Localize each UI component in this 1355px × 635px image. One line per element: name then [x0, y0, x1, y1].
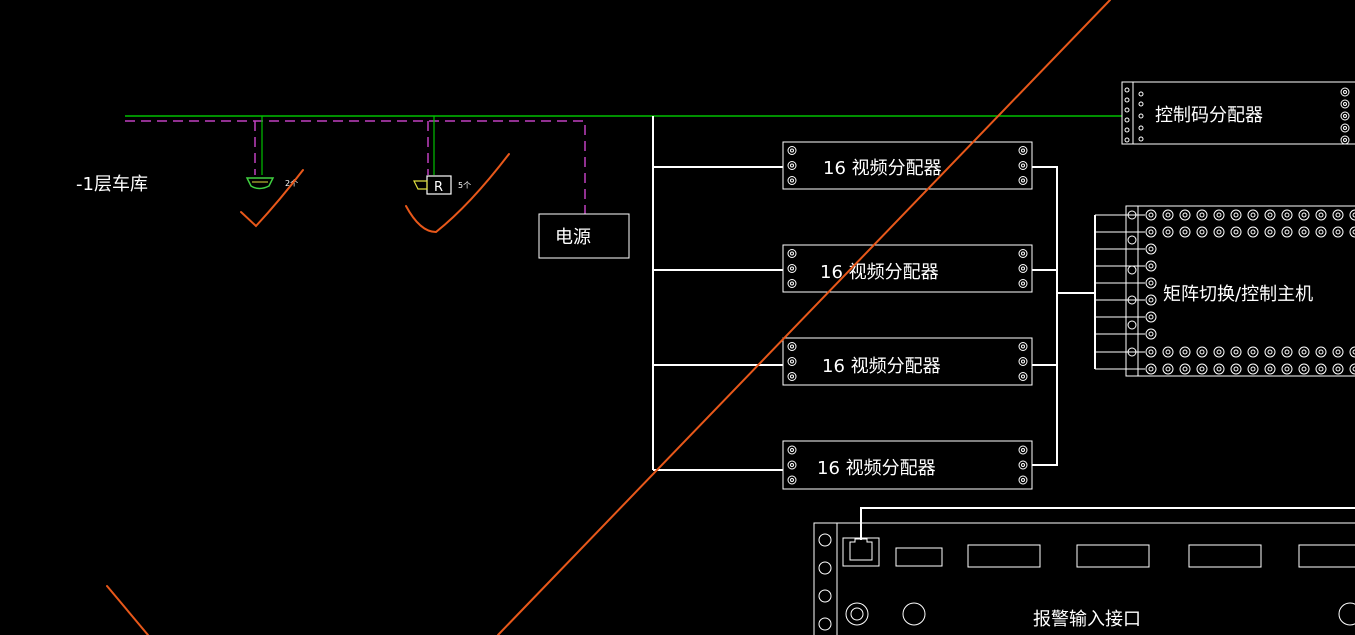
matrix-input-wires — [1095, 214, 1145, 370]
terminal-block-3[interactable] — [1188, 544, 1262, 568]
video-distributor-3[interactable]: 16 视频分配器 — [782, 337, 1033, 386]
video-distributor-4[interactable]: 16 视频分配器 — [782, 440, 1033, 490]
video-distributor-1[interactable]: 16 视频分配器 — [782, 141, 1033, 190]
dashed-cable-route — [125, 120, 586, 214]
video-distributor-2-label: 16 视频分配器 — [820, 262, 939, 283]
alarm-panel-details — [818, 533, 832, 631]
video-distributor-3-label: 16 视频分配器 — [822, 356, 941, 377]
matrix-host-label: 矩阵切换/控制主机 — [1163, 284, 1313, 305]
video-distributor-1-label: 16 视频分配器 — [823, 158, 942, 179]
alarm-input-panel[interactable]: 报警输入接口 — [813, 507, 1355, 635]
camera2-count: 5个 — [458, 181, 471, 190]
matrix-switch-host[interactable]: 矩阵切换/控制主机 — [1125, 205, 1355, 377]
control-distributor-ports — [1124, 87, 1350, 145]
alarm-input-label: 报警输入接口 — [1033, 609, 1141, 630]
video-distributor-2[interactable]: 16 视频分配器 — [782, 244, 1033, 293]
dip-switch[interactable] — [895, 547, 943, 567]
video-trunk-wires — [652, 116, 1096, 471]
power-label: 电源 — [555, 227, 591, 248]
terminal-block-2[interactable] — [1076, 544, 1150, 568]
box-camera-icon[interactable] — [413, 175, 452, 195]
video-distributor-4-label: 16 视频分配器 — [817, 458, 936, 479]
network-port-icon[interactable] — [842, 537, 880, 567]
matrix-host-ports — [1127, 209, 1355, 375]
round-port-icon[interactable] — [902, 602, 926, 626]
control-code-distributor[interactable]: 控制码分配器 — [1121, 81, 1355, 145]
floor-label: -1层车库 — [76, 174, 148, 195]
terminal-block-4[interactable] — [1298, 544, 1355, 568]
terminal-block-1[interactable] — [967, 544, 1041, 568]
distributor-ports — [787, 146, 1028, 485]
dome-camera-icon[interactable] — [245, 177, 275, 190]
control-code-distributor-label: 控制码分配器 — [1155, 105, 1263, 126]
bnc-connector-icon[interactable] — [845, 602, 869, 626]
power-box[interactable] — [538, 213, 630, 259]
camera-green-drops — [261, 116, 435, 175]
camera2-mark: R — [434, 180, 443, 195]
review-markup-strokes — [106, 0, 1111, 635]
